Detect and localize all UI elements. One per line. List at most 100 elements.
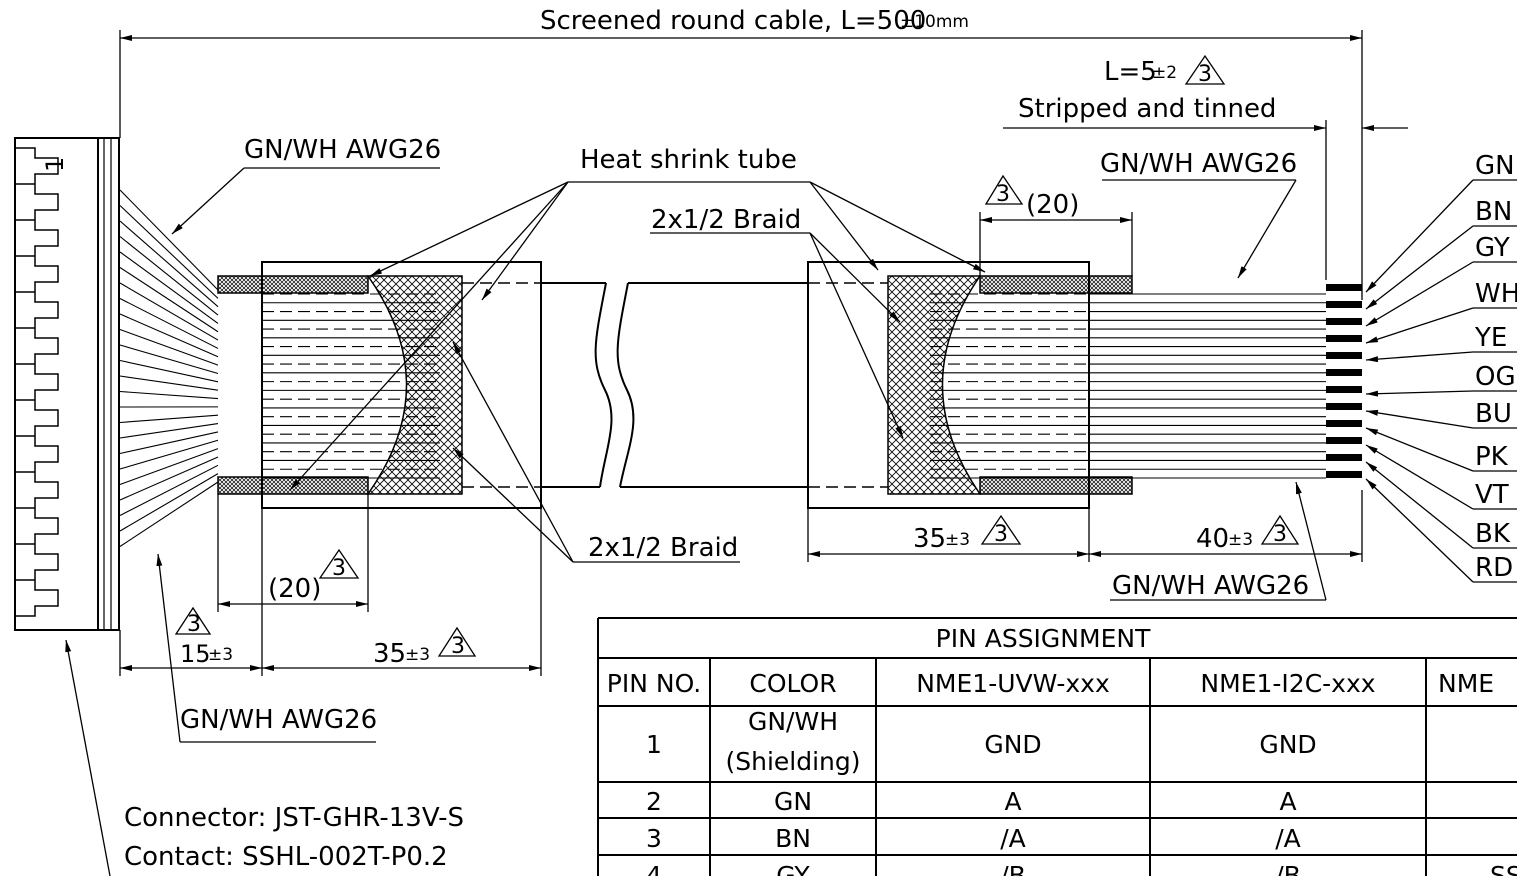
tinned-end — [1326, 386, 1362, 393]
table-cell: /B — [1000, 861, 1026, 876]
wire — [119, 431, 219, 455]
color-leader — [1365, 409, 1474, 429]
color-leader — [1365, 427, 1474, 472]
strip-length-tol: ±2 — [1152, 63, 1177, 83]
color-leader — [1365, 478, 1474, 583]
table-cell: (Shielding) — [725, 747, 860, 776]
wire-color-label: WH — [1475, 279, 1517, 309]
table-cell: A — [1004, 787, 1021, 816]
color-leader — [1365, 307, 1474, 344]
wire-label-right-bottom: GN/WH AWG26 — [1112, 571, 1309, 601]
revision-numbers: 3 3 3 3 3 3 3 — [187, 62, 1287, 659]
table-cell: A — [1279, 787, 1296, 816]
table-cell: GN/WH — [748, 707, 838, 736]
table-header: NME1-UVW-xxx — [916, 669, 1110, 698]
wire-color-label: GN — [1475, 151, 1515, 181]
wire-label-left-bottom: GN/WH AWG26 — [180, 705, 377, 735]
heat-shrink-label: Heat shrink tube — [580, 145, 797, 175]
tinned-end — [1326, 301, 1362, 308]
table-cell: GND — [984, 730, 1041, 759]
dim-20-right: (20) — [1026, 190, 1079, 220]
wire — [119, 328, 219, 366]
wire — [119, 189, 219, 291]
rev-mark: 3 — [1198, 62, 1212, 87]
wire-color-label: VT — [1475, 480, 1509, 510]
dim-35-right-tol: ±3 — [945, 530, 970, 550]
pin-1-label: 1 — [41, 157, 69, 172]
table-cell: /B — [1275, 861, 1301, 876]
tinned-end — [1326, 284, 1362, 291]
left-boot — [217, 261, 542, 509]
dim-15: 15 — [180, 640, 211, 668]
rev-mark: 3 — [996, 182, 1010, 207]
rev-mark: 3 — [451, 634, 465, 659]
connector — [14, 137, 120, 631]
wire — [119, 313, 219, 358]
wire — [119, 456, 219, 501]
cable-title: Screened round cable, L=500 — [540, 6, 926, 36]
braid-label-bottom: 2x1/2 Braid — [588, 533, 738, 563]
wire — [119, 481, 219, 547]
tinned-end — [1326, 471, 1362, 478]
rev-mark: 3 — [994, 522, 1008, 547]
table-title: PIN ASSIGNMENT — [936, 624, 1151, 653]
wire-color-label: YE — [1474, 323, 1507, 353]
table-cell: 4 — [646, 861, 662, 876]
color-leader — [1365, 390, 1474, 397]
right-boot — [807, 261, 1133, 509]
wire-color-label: BU — [1475, 399, 1512, 429]
table-cell: 1 — [646, 730, 662, 759]
wire-color-label: RD — [1475, 553, 1513, 583]
wire — [119, 267, 219, 333]
wire-color-label: GY — [1475, 233, 1510, 263]
table-cell: GN — [774, 787, 812, 816]
table-cell: GND — [1259, 730, 1316, 759]
wire-color-label: OG — [1475, 362, 1516, 392]
color-leader — [1365, 179, 1474, 293]
cable-body — [541, 282, 808, 488]
table-cell: SS — [1490, 861, 1517, 876]
stripped-label: Stripped and tinned — [1018, 94, 1276, 124]
wire-color-label: BK — [1475, 519, 1511, 549]
revision-triangles — [174, 54, 1300, 657]
connector-note: Connector: JST-GHR-13V-S — [124, 803, 464, 833]
tinned-end — [1326, 352, 1362, 359]
table-header: PIN NO. — [607, 669, 701, 698]
tinned-end — [1326, 369, 1362, 376]
wire — [119, 344, 219, 375]
wire — [119, 375, 219, 391]
table-cell: BN — [775, 824, 811, 853]
dim-40-tol: ±3 — [1228, 530, 1253, 550]
dim-20-left: (20) — [268, 574, 321, 604]
wire — [119, 448, 219, 486]
tinned-end — [1326, 454, 1362, 461]
wire-label-right-top: GN/WH AWG26 — [1100, 149, 1297, 179]
wire-label-left-top: GN/WH AWG26 — [244, 135, 441, 165]
table-header: NME — [1438, 669, 1494, 698]
rev-mark: 3 — [187, 612, 201, 637]
color-leader — [1365, 444, 1474, 510]
table-header: NME1-I2C-xxx — [1200, 669, 1375, 698]
wire — [119, 423, 219, 439]
dim-40: 40 — [1196, 524, 1229, 554]
wire — [119, 251, 219, 324]
table-header: COLOR — [749, 669, 836, 698]
wire — [119, 220, 219, 308]
rev-mark: 3 — [1273, 522, 1287, 547]
tinned-end — [1326, 318, 1362, 325]
wire — [119, 298, 219, 349]
dim-35-right: 35 — [913, 524, 946, 554]
dimension-lines — [119, 30, 1408, 676]
leader-lines — [65, 167, 1327, 876]
tinned-wire-ends — [1326, 284, 1362, 478]
table-cell: GY — [776, 861, 810, 876]
table-cell: /A — [1000, 824, 1026, 853]
color-leader — [1365, 225, 1474, 310]
tinned-end — [1326, 420, 1362, 427]
wire — [119, 464, 219, 516]
strip-length: L=5 — [1104, 57, 1157, 87]
rev-mark: 3 — [332, 556, 346, 581]
dim-35-left: 35 — [373, 639, 406, 669]
wire-color-labels: GN BN GY WH YE OG BU PK VT BK RD — [1474, 151, 1517, 583]
